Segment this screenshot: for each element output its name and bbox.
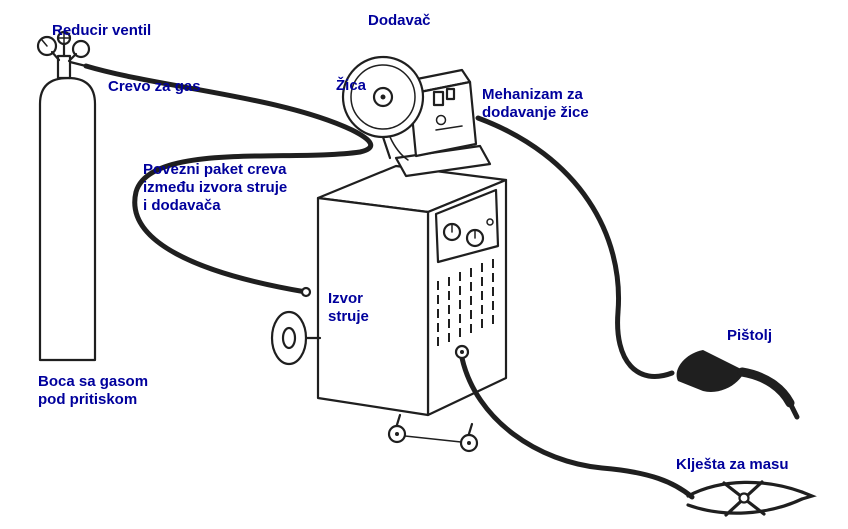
label-feed-mechanism: Mehanizam za dodavanje žice (482, 86, 589, 121)
ground-cable (454, 344, 695, 500)
label-welding-gun: Pištolj (727, 327, 773, 344)
label-wire: Žica (336, 77, 367, 94)
label-gas-hose: Crevo za gas (108, 78, 201, 95)
gas-cylinder (38, 54, 97, 362)
ground-clamp (686, 480, 817, 517)
label-gas-cylinder: Boca sa gasom pod pritiskom (38, 373, 149, 408)
torch-cable (475, 115, 675, 379)
power-source (270, 164, 508, 453)
wire-spool (341, 55, 425, 161)
welding-gun (676, 350, 800, 420)
control-panel (434, 188, 500, 264)
wire-feeder (394, 68, 492, 178)
feeder-display (432, 87, 463, 131)
label-wire-feeder: Dodavač (368, 12, 431, 29)
vent-slots (437, 259, 494, 346)
label-interconnect-package: Povezni paket creva između izvora struje… (143, 161, 288, 214)
pressure-regulator (36, 30, 91, 68)
label-ground-clamp: Klješta za masu (676, 456, 789, 473)
label-pressure-regulator: Reducir ventil (52, 22, 152, 39)
label-power-source: Izvor struje (328, 290, 369, 325)
wheels (270, 310, 479, 453)
gas-hose-and-interconnect-package (83, 63, 374, 298)
